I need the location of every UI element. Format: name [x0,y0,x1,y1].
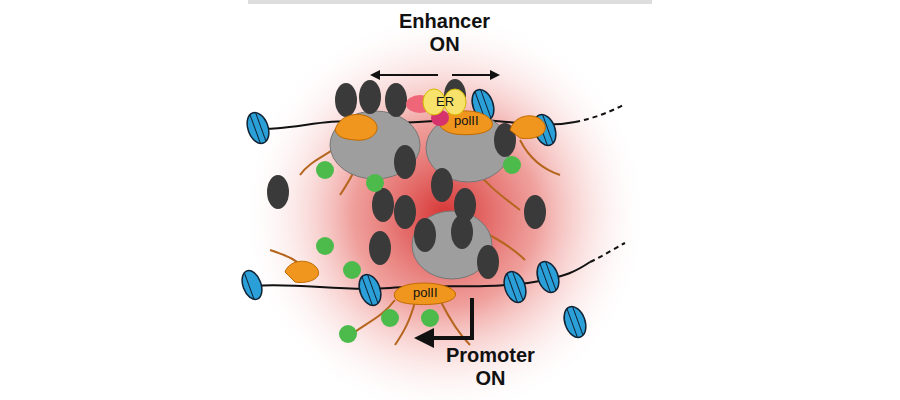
protein-label: polII [454,114,479,129]
green-dots [316,156,521,343]
top-rule [248,0,652,4]
region-title: Promoter ON [446,344,535,390]
mediator-blobs [330,111,510,279]
nucleosomes [238,87,589,341]
protein-label: ER [436,95,454,110]
region-title: Enhancer ON [399,10,490,56]
condensate-glow [240,10,650,400]
dark-factors [267,79,546,279]
pol-ii-shapes [285,111,545,305]
rna-tails [270,140,560,345]
protein-label: polII [413,286,438,301]
direction-arrows [372,74,498,76]
promoter-arrow [418,298,472,338]
chromatin-fiber [248,104,625,289]
